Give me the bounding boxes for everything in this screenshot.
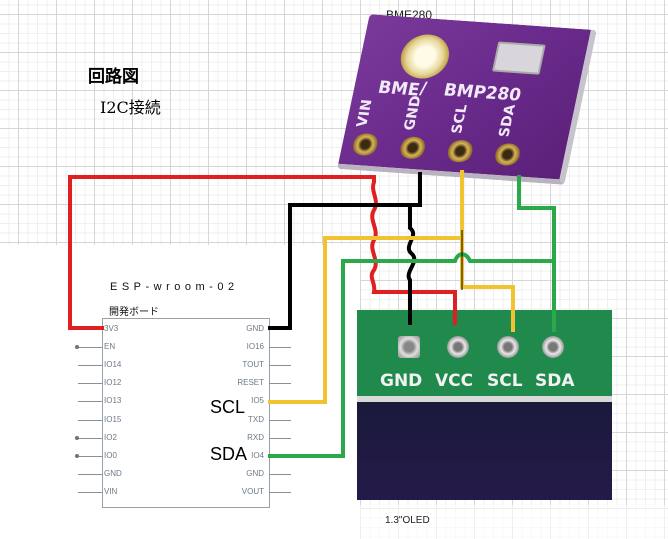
mcu-left-lead xyxy=(78,419,102,421)
mcu-right-lead xyxy=(269,437,291,439)
mcu-right-lead xyxy=(269,347,291,349)
pin-junction-dot xyxy=(75,453,79,458)
display-label: 1.3"OLED xyxy=(385,515,430,526)
mcu-subtitle: 開発ボード xyxy=(109,307,159,318)
mcu-right-lead xyxy=(269,383,291,385)
oled-pad-vcc xyxy=(447,336,469,358)
sensor-pin-label-vin: VIN xyxy=(354,98,376,128)
mcu-right-pin-label: GND xyxy=(246,324,264,333)
mcu-left-pin-label: IO12 xyxy=(104,378,122,388)
mcu-left-lead xyxy=(78,473,102,475)
mcu-right-pin-label: VOUT xyxy=(241,486,264,496)
sensor-pad-gnd xyxy=(397,135,428,160)
pin-junction-dot xyxy=(75,345,79,350)
mcu-right-pin-label: IO4 xyxy=(251,450,264,460)
mcu-left-pin-label: GND xyxy=(104,468,122,478)
sensor-pin-label-sda: SDA xyxy=(496,104,519,138)
mcu-left-lead xyxy=(78,347,102,349)
oled-pad-sda xyxy=(542,336,564,358)
mcu-left-pin-label: IO13 xyxy=(104,396,122,406)
scl-annotation: SCL xyxy=(209,397,247,418)
mcu-left-lead xyxy=(78,383,102,385)
oled-pad-gnd xyxy=(398,336,420,358)
mcu-left-pin-label: IO2 xyxy=(104,432,117,442)
diagram-title: 回路図 xyxy=(88,67,139,87)
mcu-right-pin-label: IO16 xyxy=(246,342,264,352)
oled-pin-label-scl: SCL xyxy=(487,371,523,391)
mcu-right-lead xyxy=(269,419,291,421)
mcu-right-lead xyxy=(269,473,291,475)
sensor-pad-sda xyxy=(492,142,523,167)
mcu-left-lead xyxy=(78,365,102,367)
mcu-right-lead xyxy=(269,491,291,493)
sensor-chip xyxy=(491,41,546,75)
mcu-right-lead xyxy=(269,455,291,457)
mcu-right-pin-label: GND xyxy=(246,468,264,478)
mcu-right-pin-label: TXD xyxy=(248,414,264,424)
oled-pad-scl xyxy=(497,336,519,358)
pin-junction-dot xyxy=(75,435,79,440)
mcu-left-pin-label: IO0 xyxy=(104,450,117,460)
mcu-left-lead xyxy=(78,329,102,330)
mcu-left-pin-label: VIN xyxy=(104,486,118,496)
board-text-bmp: BMP280 xyxy=(441,80,523,106)
mcu-left-pin-label: EN xyxy=(104,342,116,352)
mcu-left-lead xyxy=(78,455,102,457)
oled-screen xyxy=(357,402,612,500)
sensor-pin-label-scl: SCL xyxy=(448,103,471,135)
mcu-left-pin-label: IO14 xyxy=(104,360,122,370)
mcu-title: ESP-wroom-02 xyxy=(110,281,239,293)
mcu-right-lead xyxy=(269,401,291,403)
mcu-right-lead xyxy=(269,365,291,367)
diagram-subtitle: I2C接続 xyxy=(100,98,161,117)
sda-annotation: SDA xyxy=(209,444,249,465)
mcu-right-lead xyxy=(269,329,291,330)
mcu-right-pin-label: RESET xyxy=(237,378,264,388)
sensor-pad-vin xyxy=(350,132,381,157)
bottom-margin xyxy=(0,505,668,539)
mounting-hole xyxy=(396,32,454,81)
mcu-left-lead xyxy=(78,491,102,493)
sensor-pad-scl xyxy=(444,139,476,164)
mcu-left-lead xyxy=(78,437,102,439)
mcu-right-pin-label: RXD xyxy=(247,432,264,442)
mcu-left-pin-label: IO15 xyxy=(104,414,122,424)
mcu-right-pin-label: IO5 xyxy=(251,396,264,406)
oled-pin-label-sda: SDA xyxy=(535,371,575,391)
oled-pin-label-gnd: GND xyxy=(380,371,423,391)
mcu-left-pin-label: 3V3 xyxy=(104,324,119,333)
mcu-left-lead xyxy=(78,401,102,403)
bme280-board: BME / BMP280 VIN GND SCL SDA xyxy=(337,14,597,185)
oled-pin-label-vcc: VCC xyxy=(435,371,474,391)
sensor-pin-label-gnd: GND xyxy=(401,95,425,131)
mcu-right-pin-label: TOUT xyxy=(242,360,264,370)
